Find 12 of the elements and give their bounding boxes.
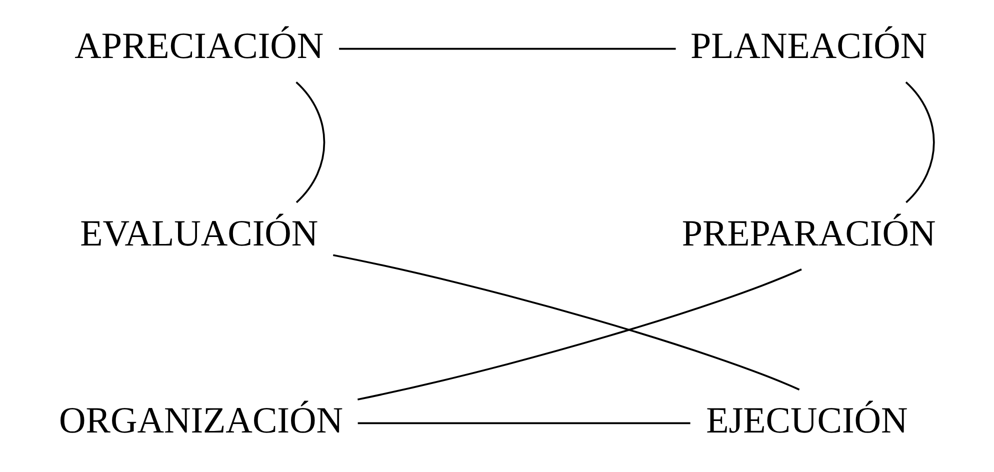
- connector: [904, 82, 934, 204]
- connector: [295, 82, 325, 204]
- node-text: EVALUACIÓN: [80, 213, 318, 254]
- node-text: PLANEACIÓN: [690, 26, 927, 68]
- connector: [356, 268, 802, 400]
- connector: [357, 422, 690, 424]
- connector: [332, 254, 800, 390]
- connector: [338, 48, 676, 50]
- node-text: APRECIACIÓN: [74, 26, 324, 68]
- node-text: ORGANIZACIÓN: [58, 400, 343, 442]
- node-text: PREPARACIÓN: [681, 213, 936, 254]
- node-text: EJECUCIÓN: [706, 400, 908, 442]
